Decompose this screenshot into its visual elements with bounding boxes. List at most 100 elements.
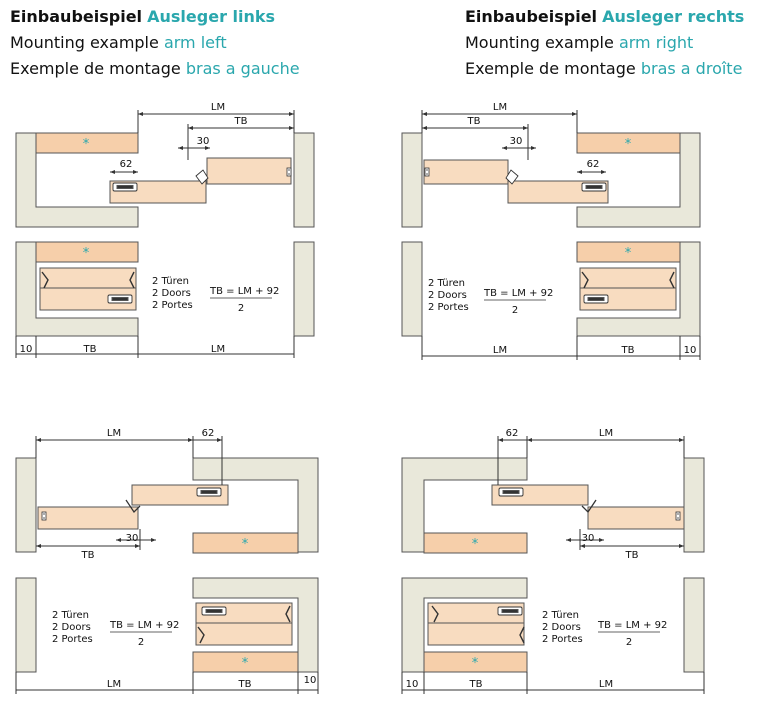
hinge-icon bbox=[675, 511, 681, 521]
dim-label-lm: LM bbox=[599, 679, 613, 690]
formula-denominator: 2 bbox=[238, 303, 244, 314]
hinge-arm-icon bbox=[431, 605, 439, 623]
drawer-front-upper bbox=[39, 267, 137, 289]
header-left-line1: Einbaubeispiel Ausleger links bbox=[10, 4, 275, 30]
dim-label-lm: LM bbox=[493, 102, 507, 113]
header-right-line2-accent: arm right bbox=[618, 33, 694, 52]
cabinet-right bbox=[293, 132, 315, 228]
dim-label-30: 30 bbox=[197, 136, 210, 147]
dim-label-62: 62 bbox=[506, 428, 519, 439]
hinge-arm-icon bbox=[285, 605, 291, 623]
drawer-front-lower bbox=[427, 622, 525, 646]
dim-label-62: 62 bbox=[120, 159, 133, 170]
drawer-front-left bbox=[423, 159, 509, 185]
header-left-line2-text: Mounting example bbox=[10, 33, 159, 52]
cabinet-left bbox=[15, 457, 37, 553]
header-left-line3-accent: bras a gauche bbox=[185, 59, 300, 78]
hinge-plate-icon bbox=[107, 294, 133, 304]
door-panel bbox=[576, 132, 681, 154]
hinge-plate-icon bbox=[497, 606, 523, 616]
cabinet-right bbox=[683, 457, 705, 553]
cabinet-left bbox=[15, 577, 37, 673]
star-mark: * bbox=[472, 656, 479, 671]
star-mark: * bbox=[242, 656, 249, 671]
hinge-arm-icon bbox=[195, 169, 209, 185]
door-panel bbox=[192, 532, 299, 554]
hinge-icon bbox=[286, 167, 292, 177]
dim-label-30: 30 bbox=[510, 136, 523, 147]
dim-label-tb: TB bbox=[621, 345, 635, 356]
dim-label-30: 30 bbox=[582, 533, 595, 544]
drawer-front-left bbox=[37, 506, 139, 530]
dim-label-tb: TB bbox=[83, 344, 97, 355]
star-mark: * bbox=[83, 246, 90, 261]
dim-label-62: 62 bbox=[587, 159, 600, 170]
formula-numerator: TB = LM + 92 bbox=[597, 620, 667, 631]
formula-denominator: 2 bbox=[512, 305, 518, 316]
header-left-line2-accent: arm left bbox=[163, 33, 227, 52]
dim-label-tb: TB bbox=[238, 679, 252, 690]
hinge-plate-icon bbox=[201, 606, 227, 616]
hinge-plate-icon bbox=[583, 294, 609, 304]
header-left-line3: Exemple de montage bras a gauche bbox=[10, 56, 300, 82]
dim-label-10: 10 bbox=[304, 675, 317, 686]
drawer-front-lower bbox=[195, 622, 293, 646]
star-mark: * bbox=[625, 137, 632, 152]
cabinet-left bbox=[401, 241, 423, 337]
header-right-accent: Ausleger rechts bbox=[602, 7, 745, 26]
door-panel bbox=[35, 132, 139, 154]
dim-label-tb: TB bbox=[469, 679, 483, 690]
hinge-arm-icon bbox=[519, 626, 525, 644]
star-mark: * bbox=[472, 537, 479, 552]
header-right-line1: Einbaubeispiel Ausleger rechts bbox=[465, 4, 744, 30]
doors-label-en: 2 Doors bbox=[152, 288, 191, 299]
dim-label-tb: TB bbox=[81, 550, 95, 561]
star-mark: * bbox=[242, 537, 249, 552]
header-right-line3-text: Exemple de montage bbox=[465, 59, 636, 78]
dim-label-lm: LM bbox=[599, 428, 613, 439]
dim-label-lm: LM bbox=[107, 428, 121, 439]
drawer-front-upper bbox=[579, 267, 677, 289]
diagram-bottom-left bbox=[15, 436, 319, 694]
doors-label-en: 2 Doors bbox=[428, 290, 467, 301]
doors-label-fr: 2 Portes bbox=[52, 634, 93, 645]
header-right-line2-text: Mounting example bbox=[465, 33, 614, 52]
doors-label-fr: 2 Portes bbox=[542, 634, 583, 645]
hinge-plate-icon bbox=[581, 182, 607, 192]
doors-label-fr: 2 Portes bbox=[152, 300, 193, 311]
header-left-line2: Mounting example arm left bbox=[10, 30, 227, 56]
cabinet-right bbox=[683, 577, 705, 673]
star-mark: * bbox=[83, 137, 90, 152]
doors-label-fr: 2 Portes bbox=[428, 302, 469, 313]
cabinet-right bbox=[293, 241, 315, 337]
dim-label-lm: LM bbox=[493, 345, 507, 356]
doors-label-en: 2 Doors bbox=[542, 622, 581, 633]
door-panel bbox=[423, 651, 528, 673]
header-right-line3: Exemple de montage bras a droîte bbox=[465, 56, 742, 82]
hinge-arm-icon bbox=[197, 626, 205, 644]
hinge-arm-icon bbox=[129, 271, 135, 289]
drawer-front-lower bbox=[579, 287, 677, 311]
door-panel bbox=[423, 532, 528, 554]
dim-label-10: 10 bbox=[684, 345, 697, 356]
doors-label-en: 2 Doors bbox=[52, 622, 91, 633]
star-mark: * bbox=[625, 246, 632, 261]
hinge-arm-icon bbox=[505, 169, 519, 185]
hinge-icon bbox=[424, 167, 430, 177]
dim-label-lm: LM bbox=[107, 679, 121, 690]
dim-label-10: 10 bbox=[20, 344, 33, 355]
formula-denominator: 2 bbox=[138, 637, 144, 648]
dim-label-lm: LM bbox=[211, 344, 225, 355]
diagram-bottom-right bbox=[401, 436, 705, 694]
dim-label-tb: TB bbox=[625, 550, 639, 561]
diagram-top-left bbox=[15, 110, 315, 358]
header-right-line3-accent: bras a droîte bbox=[640, 59, 743, 78]
hinge-arm-icon bbox=[669, 271, 675, 289]
hinge-plate-icon bbox=[112, 182, 138, 192]
dim-label-tb: TB bbox=[467, 116, 481, 127]
drawer-front-lower bbox=[39, 287, 137, 311]
doors-label-de: 2 Türen bbox=[52, 610, 89, 621]
header-left-accent: Ausleger links bbox=[147, 7, 276, 26]
dim-label-30: 30 bbox=[126, 533, 139, 544]
dim-label-tb: TB bbox=[234, 116, 248, 127]
